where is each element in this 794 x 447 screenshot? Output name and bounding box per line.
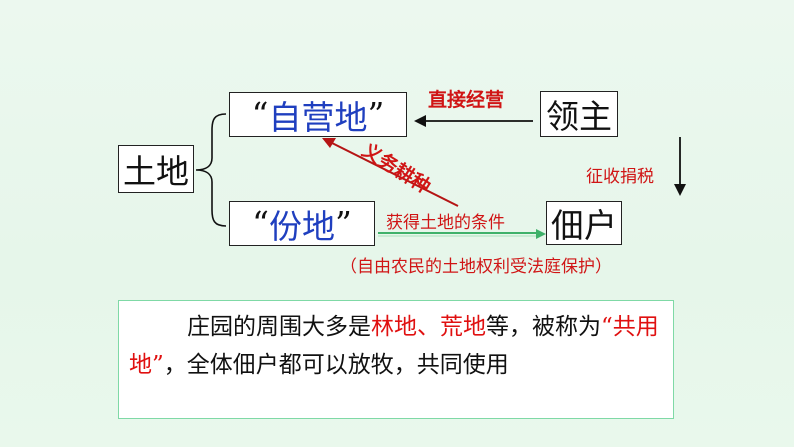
forest-highlight: 林地 — [371, 314, 417, 340]
paragraph-part1: 庄园的周围大多是 — [187, 314, 371, 340]
arrow-direct-manage-head — [414, 115, 426, 127]
land-node-label: 土地 — [123, 152, 189, 191]
tenant-node: 佃户 — [546, 201, 622, 245]
lord-node-label: 领主 — [546, 97, 612, 136]
arrow-land-condition-head — [536, 229, 546, 239]
land-node: 土地 — [118, 145, 194, 193]
arrow-obligatory-farming-head — [322, 138, 336, 148]
common-land-highlight: “共用地” — [129, 314, 659, 378]
demesne-quote-open: “ — [251, 95, 269, 134]
share-quote-open: “ — [252, 204, 269, 243]
demesne-node: “自营地” — [229, 92, 407, 137]
arrow-levy-tax-head — [674, 184, 686, 196]
rights-note-label: （自由农民的土地权利受法庭保护） — [340, 257, 612, 277]
levy-tax-label: 征收捐税 — [586, 167, 654, 187]
paragraph-part3: ，全体佃户都可以放牧，共同使用 — [163, 352, 509, 378]
demesne-quote-close: ” — [367, 95, 385, 134]
share-node: “份地” — [229, 201, 375, 246]
tenant-node-label: 佃户 — [551, 206, 617, 245]
land-condition-label: 获得土地的条件 — [386, 213, 505, 233]
highlight-separator: 、 — [417, 314, 440, 340]
direct-manage-label: 直接经营 — [428, 89, 505, 111]
waste-highlight: 荒地 — [440, 314, 486, 340]
demesne-node-label: 自营地 — [268, 97, 368, 137]
common-land-paragraph: 庄园的周围大多是林地、荒地等，被称为“共用地”，全体佃户都可以放牧，共同使用 — [118, 300, 674, 419]
land-bracket — [195, 113, 227, 227]
lord-node: 领主 — [540, 91, 618, 137]
paragraph-part2: 等，被称为 — [486, 314, 601, 340]
share-node-label: 份地 — [269, 206, 335, 246]
share-quote-close: ” — [335, 204, 352, 243]
arrow-obligatory-farming — [329, 141, 459, 207]
